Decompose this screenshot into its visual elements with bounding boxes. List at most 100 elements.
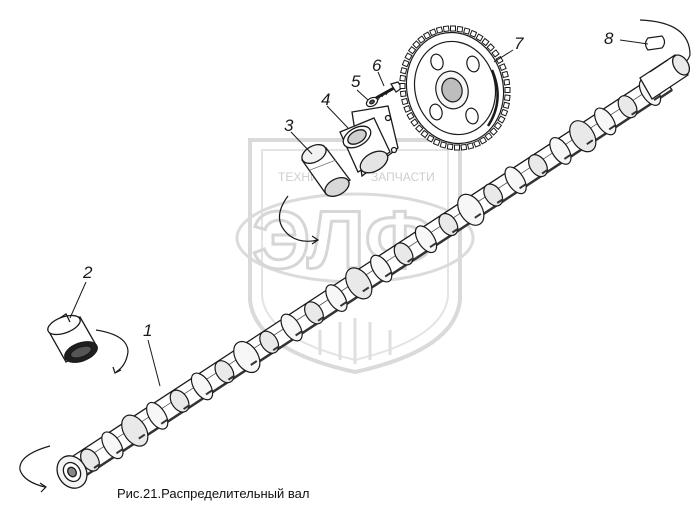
gear-tooth [489, 127, 498, 136]
gear-tooth [500, 108, 509, 117]
gear-tooth [466, 142, 475, 150]
gear-tooth [442, 25, 450, 33]
gear-tooth [473, 139, 481, 148]
camshaft-journal [233, 340, 261, 374]
gear-tooth [399, 83, 406, 89]
lobe-shading [496, 198, 504, 204]
gear-tooth [399, 74, 407, 82]
camshaft-lobe [259, 330, 280, 354]
camshaft-lobe [214, 360, 235, 384]
gear-tooth [435, 26, 444, 34]
lobe-shading [541, 168, 549, 175]
key-part-8 [644, 35, 666, 51]
gear-tooth [491, 49, 500, 58]
lobe-shading [93, 463, 101, 469]
gear-tooth [486, 43, 495, 52]
camshaft-lobe [438, 212, 459, 237]
camshaft-lobe [393, 242, 414, 266]
lobe-shading [451, 227, 459, 234]
lobe-shading [429, 242, 437, 249]
callout-7: 7 [514, 34, 524, 53]
callout-5: 5 [351, 72, 361, 91]
leader-line-6 [377, 71, 385, 87]
lobe-shading [115, 448, 123, 455]
lobe-shading [250, 360, 258, 366]
rotation-arrow-bushing-3 [278, 195, 319, 242]
gear-tooth [407, 45, 417, 55]
callout-1: 1 [143, 321, 152, 340]
lobe-shading [183, 404, 191, 410]
gear-teeth [399, 25, 511, 151]
gear-tooth [399, 90, 407, 98]
callout-3: 3 [284, 116, 294, 135]
camshaft-journal [457, 193, 485, 226]
gear-tooth [406, 111, 415, 121]
lobe-shading [563, 154, 571, 160]
gear-tooth [403, 104, 412, 113]
leader-line-4 [326, 105, 349, 129]
gear-tooth [429, 28, 437, 37]
gear-tooth [417, 35, 426, 44]
lobe-shading [407, 257, 415, 263]
gear-tooth [478, 136, 488, 145]
gear-tooth [401, 97, 409, 106]
lobe-shading [295, 330, 303, 337]
gear-tooth [450, 25, 456, 32]
lobe-shading [160, 418, 168, 425]
callout-4: 4 [321, 90, 330, 109]
lobe-shading [474, 212, 482, 219]
gear-tooth [412, 40, 421, 49]
gear-tooth [432, 138, 441, 147]
gear-part-7 [399, 25, 511, 151]
lobe-shading [317, 315, 325, 322]
camshaft-lobe [304, 301, 324, 325]
lobe-shading [227, 374, 235, 381]
camshaft-rear-end [639, 54, 691, 100]
lobe-shading [586, 139, 594, 146]
lobe-shading [339, 301, 347, 307]
gear-tooth [495, 55, 504, 65]
gear-tooth [498, 63, 507, 72]
bushing-part-2 [47, 313, 98, 363]
gear-tooth [426, 134, 435, 143]
gear-tooth [481, 37, 490, 47]
lobe-shading [362, 286, 370, 293]
gear-tooth [484, 132, 493, 141]
leader-lines [69, 39, 649, 387]
camshaft-journal [121, 414, 149, 447]
figure-caption: Рис.21.Распределительный вал [117, 486, 310, 501]
callout-6: 6 [372, 56, 382, 75]
lobe-shading [205, 389, 213, 396]
camshaft-lobes [80, 78, 662, 472]
gear-tooth [420, 129, 429, 139]
thrust-flange-part-4 [339, 105, 399, 178]
camshaft-lobe [528, 154, 548, 178]
leader-line-8 [619, 39, 649, 45]
gear-tooth [497, 115, 506, 124]
camshaft-lobe [483, 183, 504, 207]
gear-tooth [493, 121, 503, 131]
leader-line-7 [493, 49, 514, 63]
gear-tooth [456, 25, 464, 33]
callout-2: 2 [82, 263, 93, 282]
leader-line-1 [147, 339, 161, 387]
lobe-shading [272, 345, 280, 352]
lobe-shading [631, 109, 639, 116]
camshaft-journal [569, 120, 597, 153]
lobe-shading [653, 95, 661, 101]
gear-tooth [504, 87, 511, 93]
rotation-arrow-bottom-left [19, 445, 51, 488]
spacer-ring-part-3 [301, 144, 351, 197]
gear-tooth [454, 144, 460, 151]
camshaft-lobe [617, 95, 638, 119]
gear-tooth [503, 78, 511, 86]
gear-tooth [475, 33, 484, 42]
gear-tooth [502, 101, 510, 109]
gear-tooth [463, 27, 471, 35]
gear-tooth [503, 94, 511, 102]
gear-tooth [415, 124, 424, 133]
lobe-shading [519, 183, 527, 190]
gear-tooth [446, 143, 454, 151]
